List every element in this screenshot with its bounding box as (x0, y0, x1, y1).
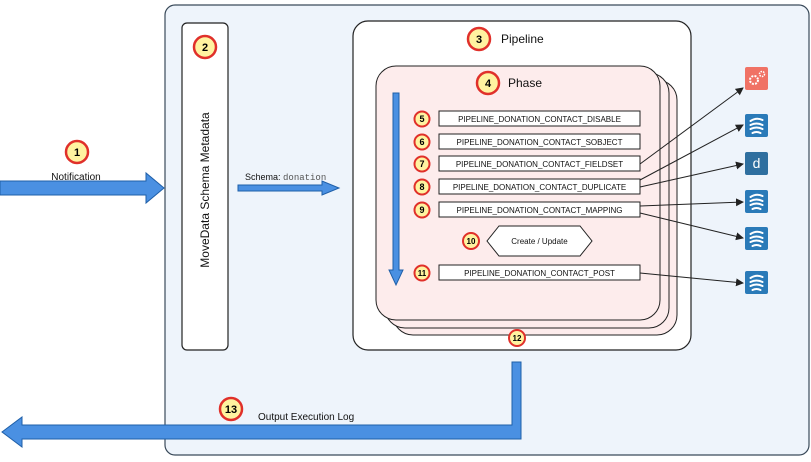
schema-arrow (237, 180, 341, 196)
svg-text:1: 1 (74, 147, 80, 159)
svg-text:6: 6 (419, 137, 424, 147)
service-connectors (639, 87, 744, 287)
step-6: 6 PIPELINE_DONATION_CONTACT_SOBJECT (413, 133, 641, 151)
metadata-badge: 2 (192, 34, 218, 60)
step-10: 10 Create / Update (462, 225, 593, 257)
svg-text:PIPELINE_DONATION_CONTACT_MAPP: PIPELINE_DONATION_CONTACT_MAPPING (457, 206, 623, 215)
svg-text:PIPELINE_DONATION_CONTACT_DISA: PIPELINE_DONATION_CONTACT_DISABLE (458, 115, 621, 124)
svg-text:PIPELINE_DONATION_CONTACT_POST: PIPELINE_DONATION_CONTACT_POST (464, 269, 615, 278)
svg-text:11: 11 (418, 269, 427, 278)
svg-text:12: 12 (513, 334, 522, 343)
schema-label: Schema: donation (245, 172, 326, 183)
connector-mapping-b (639, 212, 744, 241)
svg-text:PIPELINE_DONATION_CONTACT_SOBJ: PIPELINE_DONATION_CONTACT_SOBJECT (457, 138, 623, 147)
svg-text:9: 9 (419, 205, 424, 215)
stream-icon (745, 114, 768, 137)
connector-sobject (639, 124, 744, 181)
pipeline-badge: 3 (466, 26, 492, 52)
svg-text:7: 7 (419, 159, 424, 169)
pipeline-title: Pipeline (501, 32, 544, 46)
connector-fieldset (639, 87, 744, 165)
connector-post (639, 272, 744, 287)
svg-text:10: 10 (467, 237, 476, 246)
step-5: 5 PIPELINE_DONATION_CONTACT_DISABLE (413, 110, 641, 128)
output-label: Output Execution Log (258, 412, 354, 423)
svg-text:4: 4 (485, 78, 492, 90)
svg-text:8: 8 (419, 182, 424, 192)
connector-mapping-a (639, 198, 744, 207)
svg-text:3: 3 (476, 34, 482, 46)
phase-stack-badge: 12 (508, 329, 526, 347)
d-letter-icon: d (745, 152, 768, 175)
step-7: 7 PIPELINE_DONATION_CONTACT_FIELDSET (413, 155, 641, 173)
notification-badge: 1 (64, 139, 90, 165)
notification-label: Notification (51, 172, 100, 183)
metadata-label: MoveData Schema Metadata (198, 112, 212, 268)
gear-icon (745, 67, 768, 90)
step-11: 11 PIPELINE_DONATION_CONTACT_POST (413, 264, 641, 282)
phase-badge: 4 (475, 70, 501, 96)
svg-text:PIPELINE_DONATION_CONTACT_FIEL: PIPELINE_DONATION_CONTACT_FIELDSET (456, 160, 623, 169)
stream-icon (745, 227, 768, 250)
svg-text:13: 13 (225, 404, 237, 416)
stream-icon (745, 271, 768, 294)
output-arrow (1, 361, 522, 448)
step-8: 8 PIPELINE_DONATION_CONTACT_DUPLICATE (413, 178, 641, 196)
phase-title: Phase (508, 76, 542, 90)
svg-text:5: 5 (419, 114, 424, 124)
svg-text:PIPELINE_DONATION_CONTACT_DUPL: PIPELINE_DONATION_CONTACT_DUPLICATE (453, 183, 626, 192)
svg-text:Create / Update: Create / Update (511, 237, 568, 246)
connector-duplicate (639, 161, 744, 188)
step-9: 9 PIPELINE_DONATION_CONTACT_MAPPING (413, 201, 641, 219)
notification-arrow (0, 171, 165, 205)
output-badge: 13 (218, 396, 244, 422)
svg-text:2: 2 (202, 42, 208, 54)
svg-text:d: d (753, 155, 761, 171)
metadata-box (181, 22, 229, 351)
flow-arrow (388, 92, 404, 287)
stream-icon (745, 190, 768, 213)
